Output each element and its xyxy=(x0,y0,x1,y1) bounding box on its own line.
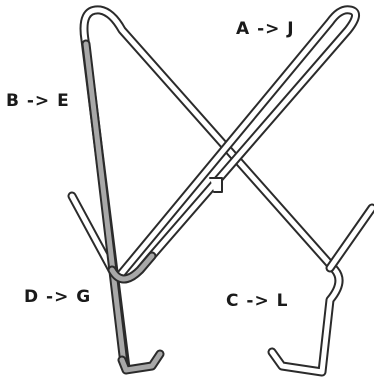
label-b-e: B -> E xyxy=(6,91,70,111)
rod-left-loop xyxy=(79,5,344,377)
rod-right-leg xyxy=(325,203,374,273)
crossing-connector xyxy=(209,177,223,193)
highlight-b-e-segment xyxy=(81,39,129,369)
label-a-j: A -> J xyxy=(236,19,295,39)
highlight-foot-left xyxy=(117,349,165,375)
highlight-d-g-segment xyxy=(107,251,157,284)
label-d-g: D -> G xyxy=(24,287,91,307)
label-c-l: C -> L xyxy=(226,291,288,311)
